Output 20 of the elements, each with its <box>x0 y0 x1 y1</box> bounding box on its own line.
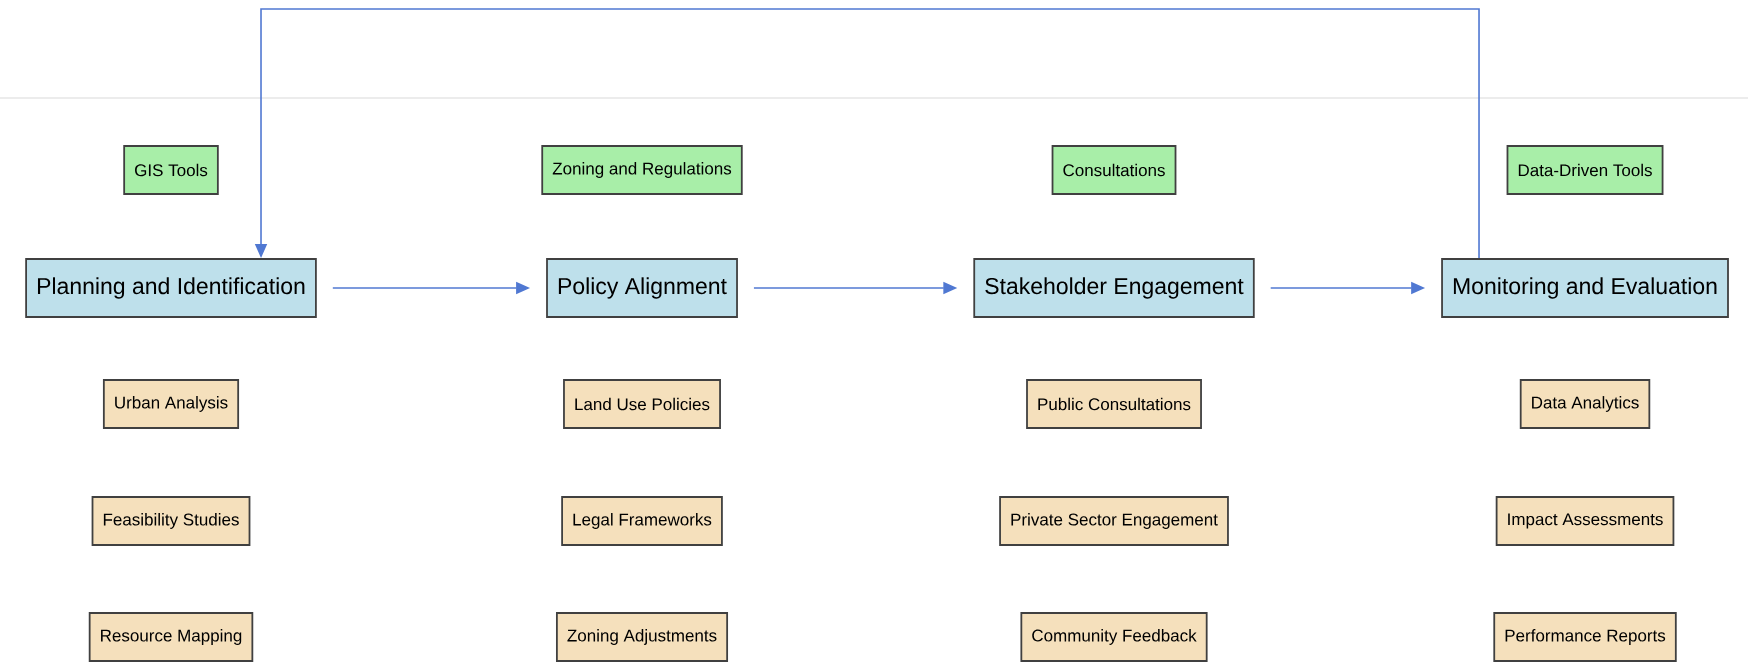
stage-box: Stakeholder Engagement <box>973 258 1255 318</box>
task-box: Data Analytics <box>1519 379 1651 429</box>
task-box: Private Sector Engagement <box>999 496 1229 546</box>
tool-box: Zoning and Regulations <box>541 145 743 195</box>
stage-box: Monitoring and Evaluation <box>1441 258 1729 318</box>
task-box: Impact Assessments <box>1495 496 1675 546</box>
task-box: Feasibility Studies <box>91 496 251 546</box>
stage-box: Planning and Identification <box>25 258 317 318</box>
task-box: Resource Mapping <box>88 612 254 662</box>
task-box: Land Use Policies <box>563 379 721 429</box>
task-box: Legal Frameworks <box>561 496 723 546</box>
tool-box: GIS Tools <box>123 145 219 195</box>
stage-box: Policy Alignment <box>546 258 738 318</box>
task-box: Zoning Adjustments <box>556 612 729 662</box>
tool-box: Data-Driven Tools <box>1506 145 1664 195</box>
task-box: Community Feedback <box>1020 612 1208 662</box>
task-box: Urban Analysis <box>102 379 240 429</box>
tool-box: Consultations <box>1051 145 1177 195</box>
task-box: Public Consultations <box>1026 379 1202 429</box>
task-box: Performance Reports <box>1493 612 1677 662</box>
